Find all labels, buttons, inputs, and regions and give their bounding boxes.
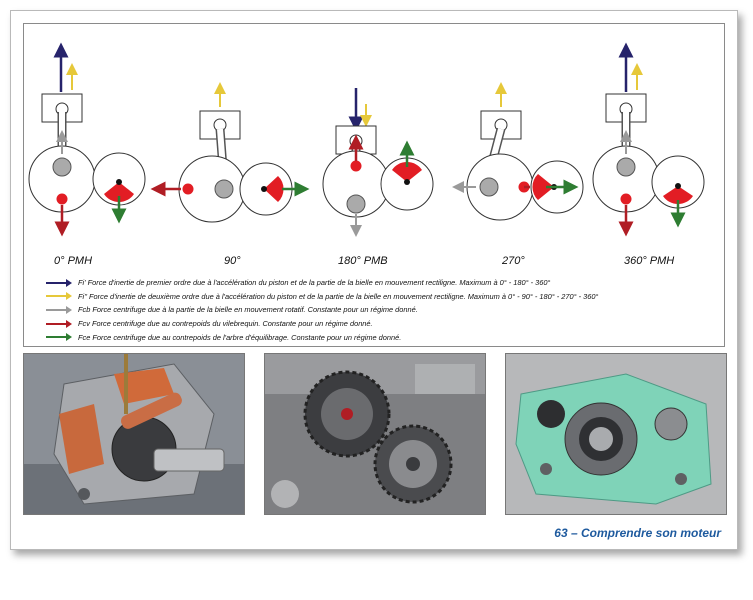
stage-270-diagram bbox=[452, 82, 584, 221]
crank-pin bbox=[616, 157, 636, 177]
engine-forces-diagram bbox=[28, 42, 705, 237]
legend-item-fi1: Fi' Force d'inertie de premier ordre due… bbox=[46, 276, 736, 290]
legend-item-fi2: Fi'' Force d'inertie de deuxième ordre d… bbox=[46, 290, 736, 304]
legend-arrow-icon bbox=[46, 333, 72, 342]
crank-pin bbox=[346, 194, 366, 214]
legend-text: Fcb Force centrifuge due à la partie de … bbox=[78, 305, 418, 315]
crank-pin bbox=[479, 177, 499, 197]
crank-counterweight bbox=[350, 160, 362, 172]
legend-item-fcv: Fcv Force centrifuge due au contrepoids … bbox=[46, 317, 736, 331]
legend-item-fce: Fce Force centrifuge due au contrepoids … bbox=[46, 330, 736, 344]
crank-pin bbox=[52, 157, 72, 177]
legend-text: Fce Force centrifuge due au contrepoids … bbox=[78, 332, 402, 342]
photo-crankshaft-in-case bbox=[23, 353, 245, 515]
gears-photo-illustration bbox=[265, 354, 485, 514]
stage-180-diagram bbox=[322, 88, 434, 237]
photo-balancer-gears bbox=[264, 353, 486, 515]
page-footer: 63 – Comprendre son moteur bbox=[554, 526, 721, 540]
legend-item-fcb: Fcb Force centrifuge due à la partie de … bbox=[46, 303, 736, 317]
force-legend: Fi' Force d'inertie de premier ordre due… bbox=[46, 276, 736, 344]
legend-arrow-icon bbox=[46, 319, 72, 328]
balancer-counterweight bbox=[104, 182, 134, 203]
stage-label-180: 180° PMB bbox=[338, 255, 388, 267]
stage-360-diagram bbox=[592, 42, 705, 237]
balancer-counterweight bbox=[264, 176, 284, 202]
diagram-frame: 0° PMH 90° 180° PMB 270° 360° PMH Fi' Fo… bbox=[23, 23, 725, 347]
crank-counterweight bbox=[182, 183, 194, 195]
crank-pin bbox=[214, 179, 234, 199]
balancer-counterweight bbox=[392, 161, 422, 182]
stage-label-90: 90° bbox=[224, 255, 241, 267]
legend-text: Fi'' Force d'inertie de deuxième ordre d… bbox=[78, 291, 599, 301]
stage-label-270: 270° bbox=[502, 255, 525, 267]
stage-label-0: 0° PMH bbox=[54, 255, 93, 267]
legend-arrow-icon bbox=[46, 278, 72, 287]
legend-arrow-icon bbox=[46, 305, 72, 314]
balancer-counterweight bbox=[532, 174, 554, 200]
balancer-counterweight bbox=[663, 186, 693, 205]
page: 0° PMH 90° 180° PMB 270° 360° PMH Fi' Fo… bbox=[10, 10, 738, 550]
crank-counterweight bbox=[56, 193, 68, 205]
legend-text: Fi' Force d'inertie de premier ordre due… bbox=[78, 278, 551, 288]
stage-label-360: 360° PMH bbox=[624, 255, 675, 267]
legend-arrow-icon bbox=[46, 292, 72, 301]
legend-text: Fcv Force centrifuge due au contrepoids … bbox=[78, 319, 373, 329]
photo-crankcase-gasket bbox=[505, 353, 727, 515]
stage-90-diagram bbox=[150, 82, 310, 223]
crankcase-photo-illustration bbox=[506, 354, 726, 514]
crank-counterweight bbox=[620, 193, 632, 205]
stage-0-diagram bbox=[28, 42, 146, 237]
crankshaft-photo-illustration bbox=[24, 354, 244, 514]
